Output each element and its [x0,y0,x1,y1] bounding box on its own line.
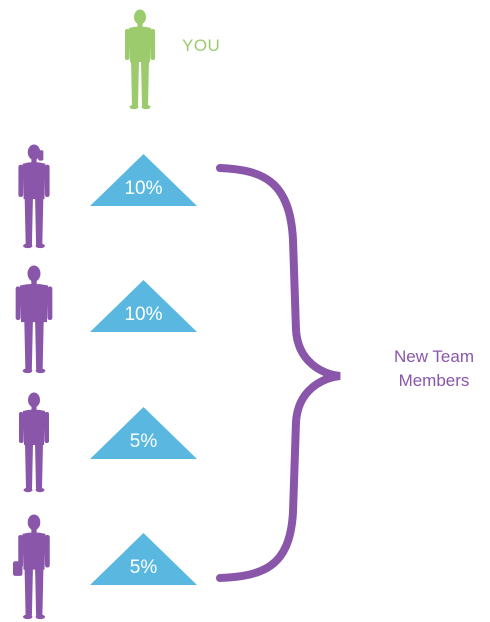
group-label-line2: Members [398,371,470,390]
team-member-row: 5% [13,514,197,620]
team-member-row: 10% [15,265,197,374]
percent-label: 10% [124,304,162,325]
percent-label: 5% [130,557,158,578]
person-woman-phone-icon [18,144,50,249]
team-member-row: 10% [18,144,197,249]
percent-triangle [90,533,197,585]
team-members: 10% 10% 5% 5% [13,144,197,620]
person-woman-bag-icon [13,514,50,620]
percent-label: 5% [130,431,158,452]
percent-triangle [90,407,197,459]
you-label: YOU [182,36,221,55]
curly-brace-icon [216,164,341,582]
team-member-row: 5% [19,392,197,493]
you-person-icon [125,9,155,110]
person-man-standing-icon [15,265,53,374]
percent-label: 10% [124,178,162,199]
percent-triangle [90,154,197,206]
person-woman-standing-icon [19,392,49,493]
group-label-line1: New Team [394,347,474,366]
new-team-members-label: New Team Members [372,345,490,393]
percent-triangle [90,280,197,332]
